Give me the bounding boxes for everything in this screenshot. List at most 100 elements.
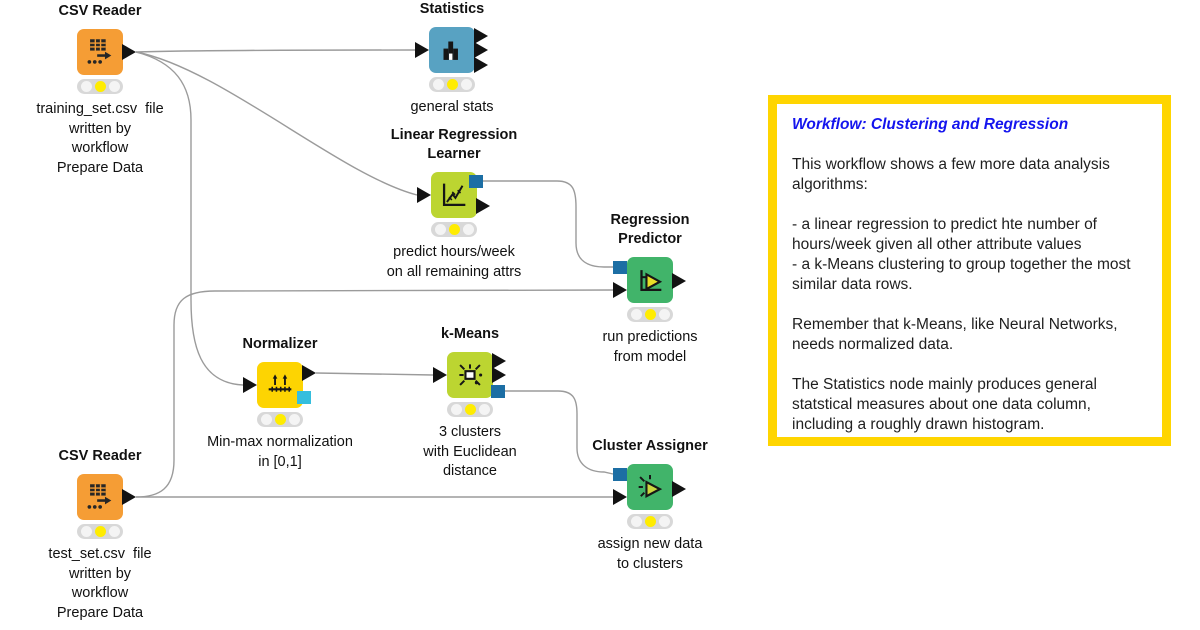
node-comment: general stats	[410, 99, 494, 115]
node-statistics[interactable]: Statistics general stats	[342, 0, 562, 118]
csv-reader-icon	[87, 39, 112, 64]
node-csv-reader-test[interactable]: CSV Reader test_set.csv file written by …	[0, 447, 210, 623]
predictor-icon	[640, 270, 663, 292]
traffic-light-green	[460, 79, 472, 90]
node-body-csv-reader[interactable]	[77, 29, 123, 75]
output-port-data[interactable]	[122, 44, 136, 60]
node-body-normalizer[interactable]	[257, 362, 303, 408]
traffic-light-red	[80, 526, 92, 537]
output-port-data[interactable]	[492, 353, 506, 369]
annotation-paragraph: - a linear regression to predict hte num…	[792, 216, 1131, 293]
regression-learner-icon	[442, 183, 466, 207]
node-label: CSV Reader	[58, 3, 142, 19]
node-label: Cluster Assigner	[592, 438, 708, 454]
input-port-data[interactable]	[613, 489, 627, 505]
wire-normalizer-to-kmeans[interactable]	[315, 372, 434, 376]
wire-test-to-regression-predictor[interactable]	[135, 289, 614, 498]
node-regression-predictor[interactable]: Regression Predictor run predictions fro…	[540, 211, 760, 367]
output-port-data[interactable]	[474, 42, 488, 58]
node-label: Linear Regression Learner	[390, 127, 518, 162]
traffic-light	[429, 77, 475, 92]
traffic-light-green	[288, 414, 300, 425]
workflow-annotation[interactable]: Workflow: Clustering and Regression This…	[768, 95, 1171, 446]
output-port-model[interactable]	[469, 175, 483, 188]
node-label: Statistics	[419, 1, 485, 17]
output-port-data[interactable]	[122, 489, 136, 505]
traffic-light-green	[108, 81, 120, 92]
annotation-paragraph: Remember that k-Means, like Neural Netwo…	[792, 316, 1122, 353]
node-comment: test_set.csv file written by workflow Pr…	[48, 546, 152, 621]
node-comment: training_set.csv file written by workflo…	[36, 101, 164, 176]
statistics-icon	[443, 41, 458, 60]
output-port-data[interactable]	[302, 365, 316, 381]
traffic-light-red	[80, 81, 92, 92]
kmeans-icon	[459, 364, 483, 386]
wire-kmeans-model-to-cluster-assigner[interactable]	[505, 390, 614, 475]
node-body-csv-reader[interactable]	[77, 474, 123, 520]
csv-reader-icon	[87, 484, 112, 509]
node-comment: 3 clusters with Euclidean distance	[423, 424, 517, 479]
node-linear-regression-learner[interactable]: Linear Regression Learner predict hours/…	[344, 126, 564, 282]
cluster-assigner-icon	[638, 474, 663, 498]
input-port-data[interactable]	[415, 42, 429, 58]
node-comment: Min-max normalization in [0,1]	[207, 434, 353, 470]
output-port-data[interactable]	[492, 367, 506, 383]
node-normalizer[interactable]: Normalizer Min-max normalization in [0,1…	[170, 335, 390, 472]
annotation-paragraph: The Statistics node mainly produces gene…	[792, 376, 1102, 433]
node-body-cluster-assigner[interactable]	[627, 464, 673, 510]
input-port-model[interactable]	[613, 261, 627, 274]
annotation-paragraph: This workflow shows a few more data anal…	[792, 156, 1115, 193]
traffic-light-red	[630, 516, 642, 527]
input-port-data[interactable]	[613, 282, 627, 298]
output-port-normalizer-model[interactable]	[297, 391, 311, 404]
traffic-light-yellow	[644, 309, 656, 320]
input-port-model[interactable]	[613, 468, 627, 481]
traffic-light-green	[658, 309, 670, 320]
wire-training-to-normalizer[interactable]	[135, 51, 244, 386]
output-port-data[interactable]	[672, 481, 686, 497]
output-port-model[interactable]	[491, 385, 505, 398]
input-port-data[interactable]	[243, 377, 257, 393]
node-kmeans[interactable]: k-Means 3 clusters with Euclidean distan…	[360, 325, 580, 482]
node-comment: predict hours/week on all remaining attr…	[386, 244, 522, 280]
node-body-statistics[interactable]	[429, 27, 475, 73]
output-port-data[interactable]	[476, 198, 490, 214]
traffic-light-yellow	[94, 81, 106, 92]
traffic-light-yellow	[448, 224, 460, 235]
traffic-light-yellow	[94, 526, 106, 537]
node-label: k-Means	[440, 326, 500, 342]
node-comment: run predictions from model	[602, 329, 698, 365]
traffic-light	[431, 222, 477, 237]
node-cluster-assigner[interactable]: Cluster Assigner assign new data to clus…	[540, 437, 760, 574]
wire-training-to-statistics[interactable]	[135, 49, 416, 53]
node-label: CSV Reader	[58, 448, 142, 464]
traffic-light-yellow	[644, 516, 656, 527]
output-port-data[interactable]	[672, 273, 686, 289]
traffic-light-red	[450, 404, 462, 415]
traffic-light	[77, 79, 123, 94]
output-port-data[interactable]	[474, 57, 488, 73]
node-csv-reader-training[interactable]: CSV Reader training_set.csv file written…	[0, 2, 210, 178]
traffic-light-yellow	[464, 404, 476, 415]
traffic-light-green	[478, 404, 490, 415]
wire-learner-model-to-predictor[interactable]	[483, 180, 613, 268]
traffic-light	[77, 524, 123, 539]
traffic-light	[627, 307, 673, 322]
output-port-data[interactable]	[474, 28, 488, 44]
traffic-light-green	[108, 526, 120, 537]
traffic-light	[627, 514, 673, 529]
traffic-light-green	[462, 224, 474, 235]
node-body-regression-predictor[interactable]	[627, 257, 673, 303]
node-label: Regression Predictor	[610, 212, 690, 247]
traffic-light	[257, 412, 303, 427]
traffic-light-red	[630, 309, 642, 320]
annotation-title: Workflow: Clustering and Regression	[792, 116, 1069, 133]
input-port-data[interactable]	[417, 187, 431, 203]
traffic-light-yellow	[274, 414, 286, 425]
node-body-kmeans[interactable]	[447, 352, 493, 398]
traffic-light-red	[260, 414, 272, 425]
input-port-data[interactable]	[433, 367, 447, 383]
wire-training-to-learner[interactable]	[135, 51, 418, 196]
